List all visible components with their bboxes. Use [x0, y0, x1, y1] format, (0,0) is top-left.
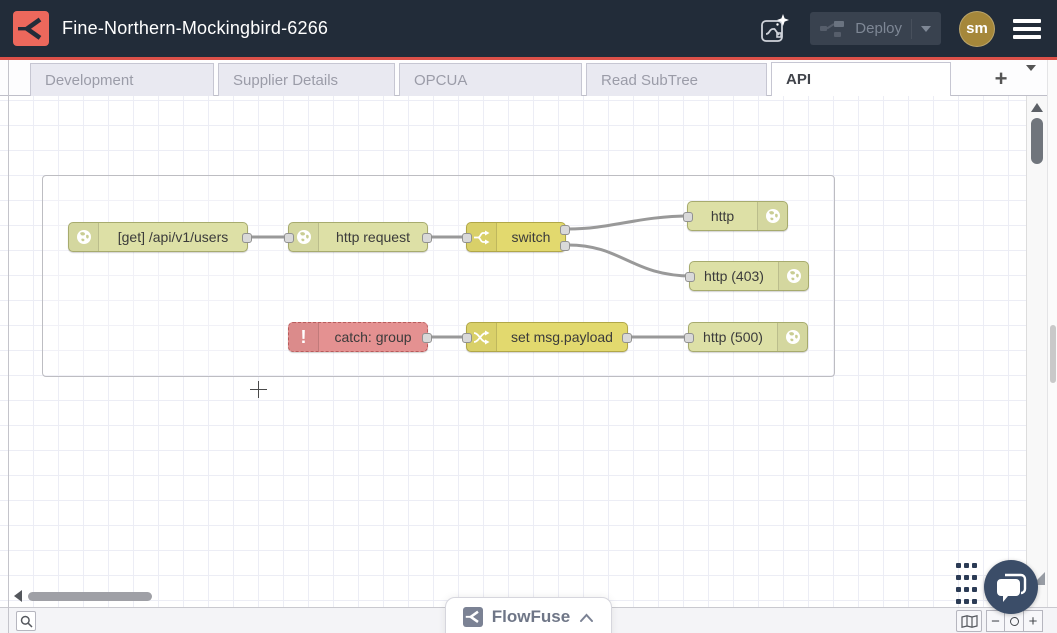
node-port-output[interactable] [622, 333, 632, 343]
zoom-out-button[interactable]: − [986, 610, 1005, 632]
node-port-input[interactable] [462, 333, 472, 343]
node-http-response-500[interactable]: http (500) [684, 322, 808, 352]
node-label: catch: group [334, 329, 412, 345]
add-flow-button[interactable]: + [994, 66, 1008, 91]
node-port-output[interactable] [422, 233, 432, 243]
deploy-icon [820, 20, 845, 37]
wire[interactable] [566, 214, 692, 231]
search-icon [20, 615, 33, 628]
node-label: set msg.payload [511, 329, 613, 345]
node-port-output[interactable] [422, 333, 432, 343]
vertical-scrollbar-thumb[interactable] [1031, 118, 1043, 164]
wire-layer [248, 214, 694, 339]
wire[interactable] [566, 243, 694, 278]
switch-icon [467, 223, 497, 251]
node-port-input[interactable] [462, 233, 472, 243]
outer-scrollbar-thumb[interactable] [1050, 325, 1056, 383]
globe-icon [69, 223, 99, 251]
node-port-input[interactable] [685, 272, 695, 282]
vertical-scrollbar[interactable] [1026, 96, 1047, 607]
exclamation-icon: ! [289, 323, 319, 351]
tab-read-subtree[interactable]: Read SubTree [586, 63, 767, 96]
flowfuse-logo-icon [18, 17, 42, 40]
tab-api-active[interactable]: API [771, 62, 951, 96]
branding-label: FlowFuse [491, 607, 571, 626]
tab-label: Read SubTree [601, 71, 699, 89]
node-switch[interactable]: switch [462, 222, 570, 252]
zoom-in-button[interactable]: + [1024, 610, 1043, 632]
horizontal-scrollbar-thumb[interactable] [28, 592, 152, 601]
tab-list-menu-button[interactable] [1026, 65, 1036, 89]
node-label: http (403) [704, 268, 764, 284]
zoom-reset-icon [1009, 616, 1019, 626]
widget-drag-handle[interactable] [956, 563, 977, 604]
tab-label: OPCUA [414, 71, 468, 89]
search-button[interactable] [16, 611, 36, 631]
deploy-options-caret-icon[interactable] [921, 25, 931, 32]
outer-scrollbar[interactable] [1047, 60, 1057, 633]
globe-icon [757, 202, 787, 230]
node-port-output-1[interactable] [560, 225, 570, 235]
tab-opcua[interactable]: OPCUA [399, 63, 582, 96]
user-avatar[interactable]: sm [959, 10, 995, 47]
chevron-down-icon [1026, 65, 1036, 88]
node-catch[interactable]: ! catch: group [288, 322, 432, 352]
globe-icon [777, 323, 807, 351]
node-port-output[interactable] [242, 233, 252, 243]
globe-icon [778, 262, 808, 290]
node-http-request[interactable]: http request [284, 222, 432, 252]
avatar-initials: sm [966, 20, 988, 37]
node-http-response-403[interactable]: http (403) [685, 261, 809, 291]
deploy-divider [911, 18, 912, 39]
flow-tabbar: Development Supplier Details OPCUA Read … [0, 60, 1057, 96]
node-label: http [710, 208, 735, 224]
zoom-controls: − + [986, 610, 1043, 632]
node-port-input[interactable] [284, 233, 294, 243]
cursor-crosshair [258, 381, 259, 398]
chevron-up-icon [580, 613, 594, 622]
chat-widget-button[interactable] [984, 560, 1038, 614]
node-port-input[interactable] [683, 212, 693, 222]
node-label: http (500) [703, 329, 763, 345]
navigator-toggle-button[interactable] [956, 610, 982, 632]
node-label: http request [336, 229, 410, 245]
globe-icon [289, 223, 319, 251]
flowfuse-branding-button[interactable]: FlowFuse [445, 597, 612, 633]
main-menu-button[interactable] [1013, 15, 1041, 43]
tab-label: API [786, 71, 812, 88]
palette-edge-divider [8, 60, 9, 633]
ai-assistant-icon[interactable] [756, 11, 792, 47]
map-icon [960, 614, 978, 628]
node-label: [get] /api/v1/users [117, 229, 229, 245]
flowfuse-mark-icon [462, 607, 483, 627]
node-change[interactable]: set msg.payload [462, 322, 632, 352]
flow-canvas[interactable]: [get] /api/v1/users http request switch … [0, 96, 1047, 607]
tab-label: Supplier Details [233, 71, 339, 89]
tab-label: Development [45, 71, 134, 89]
node-http-in[interactable]: [get] /api/v1/users [68, 222, 252, 252]
flowfuse-logo [13, 11, 49, 46]
node-port-output-2[interactable] [560, 241, 570, 251]
node-http-response[interactable]: http [683, 201, 788, 231]
change-icon [467, 323, 497, 351]
tab-supplier-details[interactable]: Supplier Details [218, 63, 395, 96]
deploy-button-label: Deploy [855, 20, 902, 37]
node-label: switch [511, 229, 551, 245]
scroll-up-arrow[interactable] [1031, 103, 1043, 112]
chat-bubble-icon [997, 573, 1027, 602]
scroll-left-arrow[interactable] [14, 590, 22, 602]
workspace-title: Fine-Northern-Mockingbird-6266 [62, 18, 329, 38]
header-bar: Fine-Northern-Mockingbird-6266 Deploy [0, 0, 1057, 60]
tab-development[interactable]: Development [30, 63, 214, 96]
node-port-input[interactable] [684, 333, 694, 343]
deploy-button[interactable]: Deploy [810, 12, 941, 45]
